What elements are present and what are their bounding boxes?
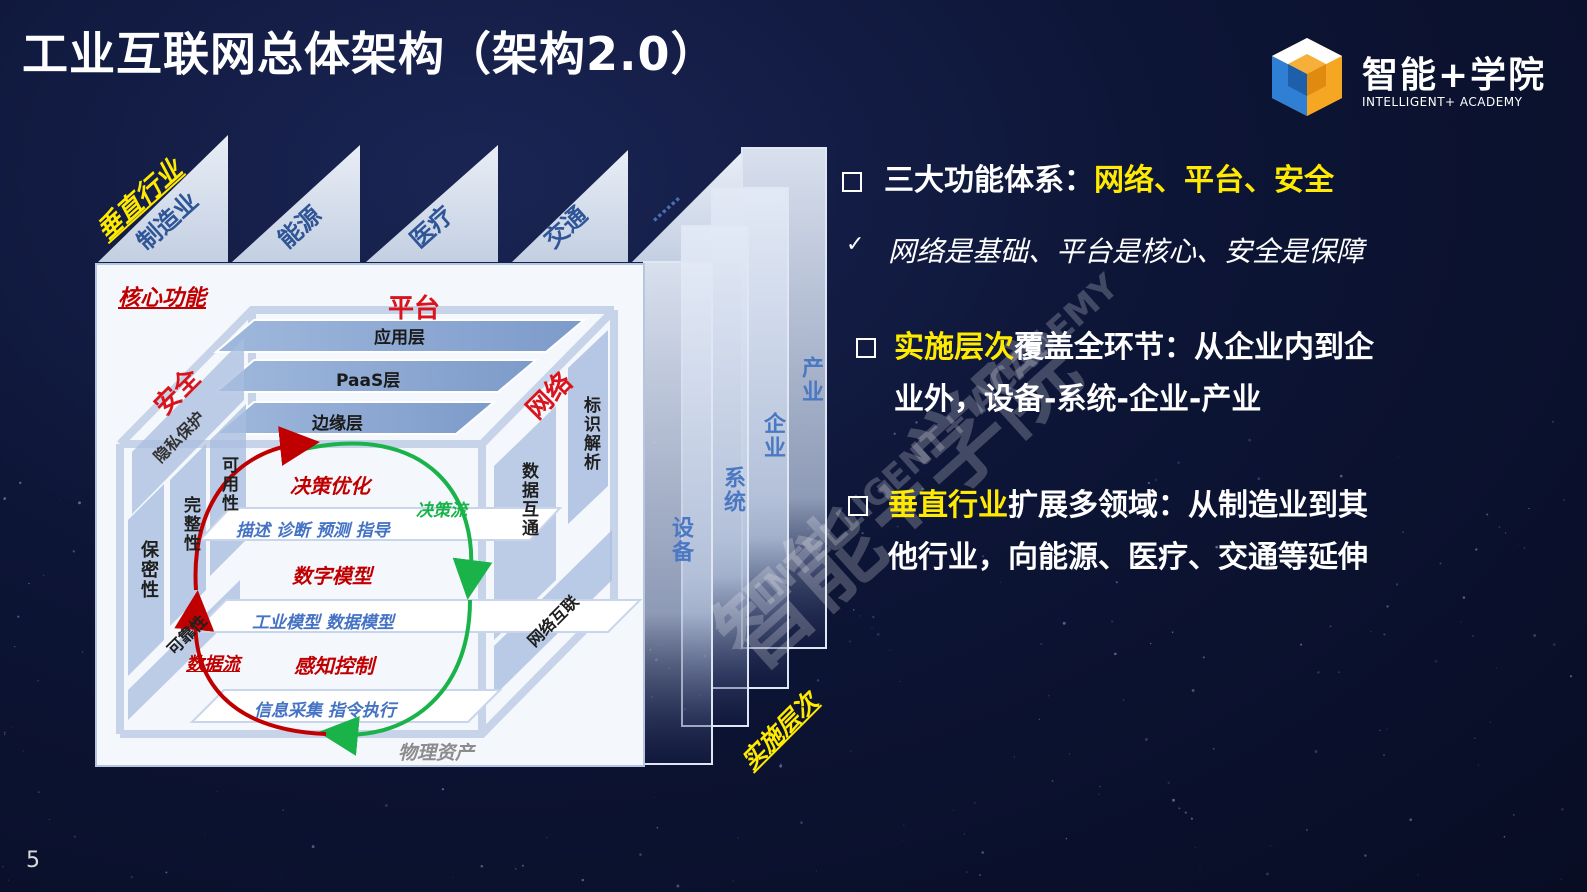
industry-prism-1 [98, 135, 228, 262]
industry-prism-3 [366, 145, 498, 262]
analysis-items-label: 描述 诊断 预测 指导 [236, 521, 390, 541]
digital-model-label: 数字模型 [292, 564, 372, 588]
security-item-confidentiality: 保密性 [138, 540, 159, 600]
bullet-3-highlight: 垂直行业 [888, 488, 1008, 523]
bullet-3-marker [848, 496, 868, 516]
architecture-diagram: 垂直行业 制造业 能源 医疗 交通 …… 核心功能 平台 安全 网络 应用层 P… [91, 135, 827, 775]
bullet-1-marker [842, 172, 862, 192]
network-item-identification: 标识解析 [580, 396, 600, 472]
security-item-availability: 可用性 [218, 456, 238, 513]
panel-device [643, 261, 713, 765]
network-panel-1 [568, 330, 608, 524]
level-system: 系统 [720, 466, 745, 514]
core-function-label: 核心功能 [118, 286, 207, 311]
level-industry: 产业 [798, 356, 823, 404]
bullet-3-line-1: 垂直行业扩展多领域：从制造业到其 [888, 480, 1368, 532]
bullet-2-line-2: 业外，设备-系统-企业-产业 [894, 374, 1261, 426]
layer-application [213, 319, 587, 353]
data-up-arrow [193, 426, 320, 591]
decision-flow-arrow [299, 441, 493, 600]
security-item-integrity: 完整性 [180, 496, 200, 553]
bullet-3-text-2: 他行业，向能源、医疗、交通等延伸 [888, 540, 1368, 575]
layer-edge-label: 边缘层 [312, 414, 363, 434]
data-flow-label: 数据流 [186, 654, 240, 675]
security-panel-left [128, 484, 164, 676]
network-item-data-interop: 数据互通 [518, 462, 538, 538]
layer-paas-label: PaaS层 [336, 371, 401, 391]
sense-items-label: 信息采集 指令执行 [254, 701, 396, 721]
layer-application-label: 应用层 [374, 328, 425, 348]
level-device: 设备 [668, 516, 693, 564]
bullet-2-highlight: 实施层次 [894, 330, 1014, 365]
security-panel-top [132, 338, 244, 514]
bullet-3-line-2: 他行业，向能源、医疗、交通等延伸 [888, 532, 1368, 584]
page-number: 5 [26, 848, 40, 873]
data-flow-arrow [174, 590, 327, 736]
bullet-1-highlight: 网络、平台、安全 [1094, 163, 1334, 198]
decision-return-arrow [318, 599, 472, 756]
platform-label: 平台 [388, 294, 441, 324]
industry-prism-4 [512, 150, 628, 262]
industry-prism-2 [232, 145, 360, 262]
bullet-2-line-1: 实施层次覆盖全环节：从企业内到企 [894, 322, 1374, 374]
decision-optimize-label: 决策优化 [290, 474, 370, 498]
logo-name-cn: 智能+学院 [1362, 55, 1547, 96]
bullet-2-text-2: 业外，设备-系统-企业-产业 [894, 382, 1262, 417]
model-items-label: 工业模型 数据模型 [252, 613, 394, 633]
diagram-shapes [95, 135, 827, 767]
decision-flow-label: 决策流 [416, 501, 467, 521]
bullet-2-text: 覆盖全环节：从企业内到企 [1014, 330, 1374, 365]
bullet-3-text: 扩展多领域：从制造业到其 [1008, 488, 1368, 523]
bullet-1: 三大功能体系：网络、平台、安全 [884, 155, 1334, 207]
level-enterprise: 企业 [760, 412, 785, 460]
bullet-1-text: 三大功能体系： [884, 163, 1094, 198]
bullet-2-marker [856, 338, 876, 358]
sense-control-label: 感知控制 [294, 654, 374, 678]
plane-sense [189, 689, 503, 723]
check-icon: ✓ [846, 232, 865, 257]
logo-name-en: INTELLIGENT+ ACADEMY [1362, 95, 1523, 109]
physical-assets-label: 物理资产 [398, 742, 475, 764]
page-title: 工业互联网总体架构（架构2.0） [22, 27, 718, 81]
cube-logo-icon [1272, 38, 1342, 116]
bullet-1-sub: 网络是基础、平台是核心、安全是保障 [888, 235, 1365, 268]
